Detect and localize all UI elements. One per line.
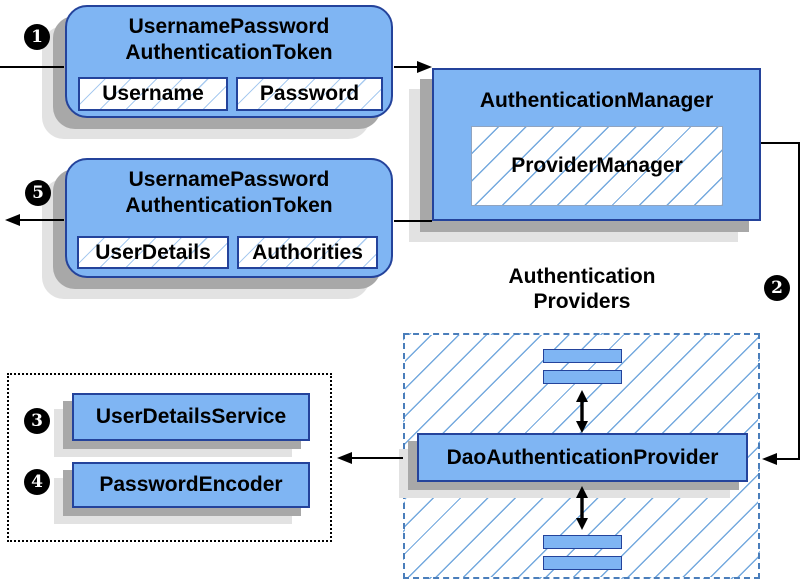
result-token-title-line2: AuthenticationToken	[125, 194, 333, 217]
result-token-title: UsernamePassword AuthenticationToken	[67, 167, 391, 219]
password-field-label: Password	[259, 82, 360, 105]
authorities-field-box: Authorities	[237, 236, 378, 269]
password-field-box: Password	[236, 77, 383, 111]
step-4-number: 4	[31, 471, 43, 492]
authentication-providers-heading-line2: Providers	[533, 290, 631, 313]
user-details-service-label: UserDetailsService	[95, 405, 287, 428]
step-2-badge: 2	[764, 275, 790, 301]
authentication-manager-title: AuthenticationManager	[479, 89, 714, 112]
dao-authentication-provider-box: DaoAuthenticationProvider	[417, 433, 748, 482]
dao-authentication-provider-label: DaoAuthenticationProvider	[446, 445, 719, 469]
step-4-badge: 4	[24, 469, 50, 495]
request-token-title: UsernamePassword AuthenticationToken	[67, 14, 391, 66]
provider-manager-label: ProviderManager	[511, 154, 683, 177]
provider-manager-box: ProviderManager	[471, 126, 723, 206]
services-container	[7, 373, 332, 542]
step-1-badge: 1	[24, 24, 50, 50]
request-token-title-line1: UsernamePassword	[128, 15, 330, 38]
authorities-field-label: Authorities	[252, 240, 363, 264]
username-field-label: Username	[102, 82, 204, 105]
provider-stub-bar-top-1	[543, 349, 622, 363]
result-token-title-line1: UsernamePassword	[128, 168, 330, 191]
flow-1-arrowhead-right-icon	[417, 61, 432, 73]
request-token-title-line2: AuthenticationToken	[125, 41, 333, 64]
password-encoder-box: PasswordEncoder	[72, 462, 310, 508]
provider-stub-bar-bottom-2	[543, 556, 622, 570]
step-5-badge: 5	[25, 180, 51, 206]
request-token-box: UsernamePassword AuthenticationToken Use…	[65, 5, 393, 118]
flow-2-connector-line	[761, 142, 800, 460]
authentication-manager-box: AuthenticationManager ProviderManager	[432, 68, 761, 221]
step-1-number: 1	[31, 26, 43, 47]
result-token-box: UsernamePassword AuthenticationToken Use…	[65, 158, 393, 278]
userdetails-field-label: UserDetails	[95, 240, 211, 264]
step-5-number: 5	[32, 182, 44, 203]
user-details-service-box: UserDetailsService	[72, 393, 310, 441]
username-field-box: Username	[78, 77, 228, 111]
provider-stub-bar-top-2	[543, 370, 622, 384]
step-3-number: 3	[31, 410, 43, 431]
flow-2-arrowhead-left-icon	[762, 453, 777, 465]
dao-to-services-arrowhead-left-icon	[337, 452, 352, 464]
authentication-providers-heading: Authentication Providers	[460, 264, 704, 314]
password-encoder-label: PasswordEncoder	[99, 473, 283, 496]
flow-5-arrowhead-left-icon	[5, 214, 20, 226]
step-2-number: 2	[771, 277, 783, 298]
userdetails-field-box: UserDetails	[77, 236, 229, 269]
step-3-badge: 3	[24, 408, 50, 434]
authentication-providers-heading-line1: Authentication	[508, 265, 656, 288]
provider-stub-bar-bottom-1	[543, 535, 622, 549]
